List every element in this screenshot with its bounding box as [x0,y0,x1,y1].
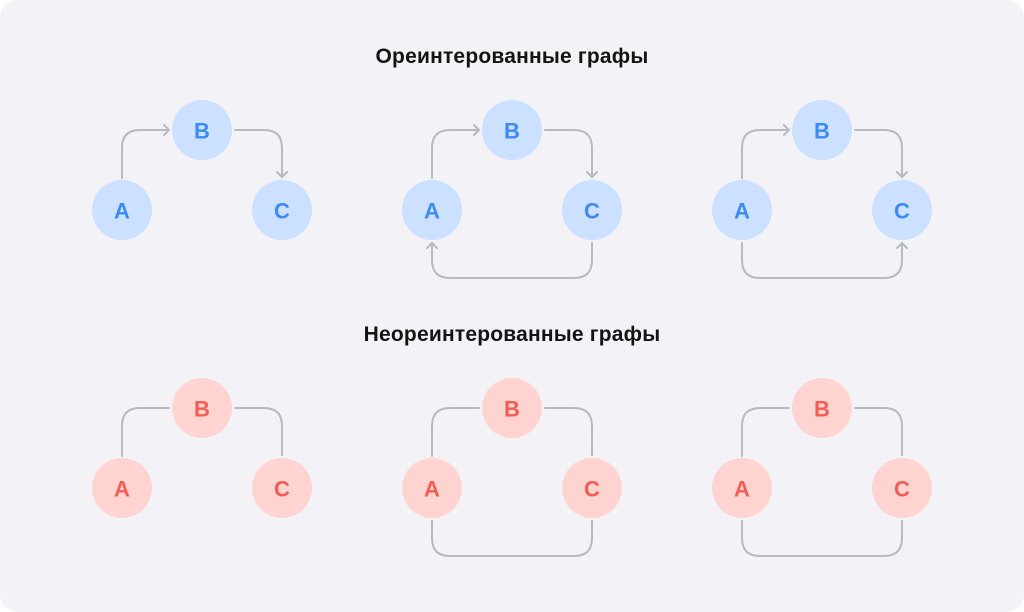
directed-graph-3-edge-a-c [741,242,908,279]
undirected-graph-1-node-c: C [252,458,312,518]
undirected-graph-2-edge-a-c [431,520,593,557]
node-circle [712,180,772,240]
node-circle [562,458,622,518]
undirected-graph-2-edge-b-c [544,407,593,456]
node-circle [402,180,462,240]
undirected-graph-3-node-c: C [872,458,932,518]
directed-graph-3-node-c: C [872,180,932,240]
undirected-graphs-title: Неореинтерованные графы [363,323,661,346]
node-label: A [114,477,130,502]
nodes-layer: A B C A B C A B C A B C A B C A B C [92,100,932,518]
undirected-graph-1-edge-b-c [234,407,283,456]
directed-graph-1-node-a: A [92,180,152,240]
directed-graph-2-edge-a-b [431,124,480,179]
undirected-graph-3-edge-b-c [854,407,903,456]
undirected-graph-3-node-a: A [712,458,772,518]
node-circle [92,458,152,518]
undirected-graph-2-node-a: A [402,458,462,518]
directed-graph-2-node-b: B [482,100,542,160]
directed-graph-2-edge-b-c [544,129,598,178]
node-label: C [274,477,290,502]
undirected-graph-3-node-b: B [792,378,852,438]
node-label: B [194,119,210,144]
node-circle [482,100,542,160]
node-label: B [814,119,830,144]
node-label: C [584,199,600,224]
node-circle [482,378,542,438]
undirected-graph-1-node-b: B [172,378,232,438]
undirected-graph-2-node-b: B [482,378,542,438]
node-label: B [504,397,520,422]
directed-graph-1-node-b: B [172,100,232,160]
node-circle [562,180,622,240]
directed-graph-1-edge-b-c [234,129,288,178]
node-circle [872,180,932,240]
node-label: A [734,477,750,502]
node-circle [172,378,232,438]
directed-graph-1-edge-a-b [121,124,170,179]
directed-graph-3-node-a: A [712,180,772,240]
directed-graph-3-edge-b-c [854,129,908,178]
edges-layer [121,124,908,557]
node-circle [252,458,312,518]
node-label: B [504,119,520,144]
node-circle [712,458,772,518]
node-label: A [424,477,440,502]
node-circle [92,180,152,240]
undirected-graph-2-edge-a-b [431,407,480,457]
node-label: C [894,477,910,502]
node-label: C [584,477,600,502]
node-circle [252,180,312,240]
node-circle [792,100,852,160]
node-circle [872,458,932,518]
directed-graph-2-node-c: C [562,180,622,240]
node-label: A [424,199,440,224]
directed-graph-3-node-b: B [792,100,852,160]
node-label: A [114,199,130,224]
directed-graph-2-edge-c-a [426,242,593,279]
undirected-graph-2-node-c: C [562,458,622,518]
undirected-graph-1-node-a: A [92,458,152,518]
directed-graph-1-node-c: C [252,180,312,240]
node-label: C [274,199,290,224]
node-label: B [814,397,830,422]
undirected-graph-1-edge-a-b [121,407,170,457]
undirected-graph-3-edge-a-c [741,520,903,557]
node-circle [792,378,852,438]
directed-graphs-title: Ореинтерованные графы [375,45,649,68]
undirected-graph-3-edge-a-b [741,407,790,457]
node-circle [402,458,462,518]
directed-graph-3-edge-a-b [741,124,790,179]
node-label: B [194,397,210,422]
node-circle [172,100,232,160]
node-label: C [894,199,910,224]
node-label: A [734,199,750,224]
directed-graph-2-node-a: A [402,180,462,240]
